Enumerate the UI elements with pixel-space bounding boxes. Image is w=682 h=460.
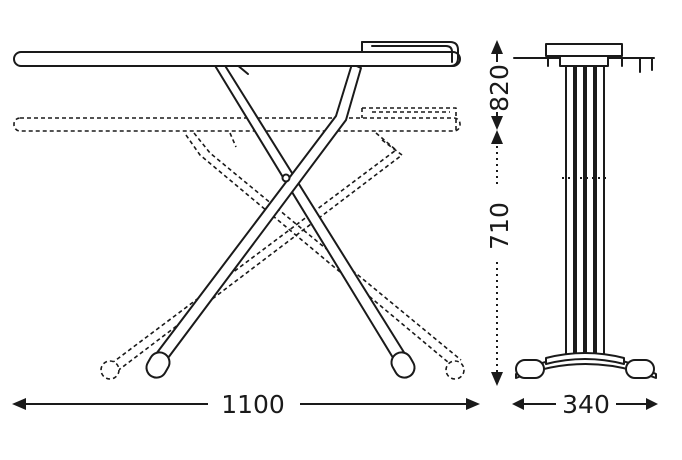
height-min-label: 710 <box>485 202 514 250</box>
depth-label: 340 <box>562 390 610 419</box>
raised-board <box>13 41 461 67</box>
width-dimension: 1100 <box>12 390 480 419</box>
height-max-label: 820 <box>485 64 514 112</box>
lowered-board-outline <box>13 107 461 132</box>
depth-dimension: 340 <box>512 390 658 419</box>
width-label: 1100 <box>221 390 285 419</box>
height-dimension: 820 710 <box>485 40 514 386</box>
raised-legs <box>145 63 416 379</box>
side-view <box>513 43 657 379</box>
